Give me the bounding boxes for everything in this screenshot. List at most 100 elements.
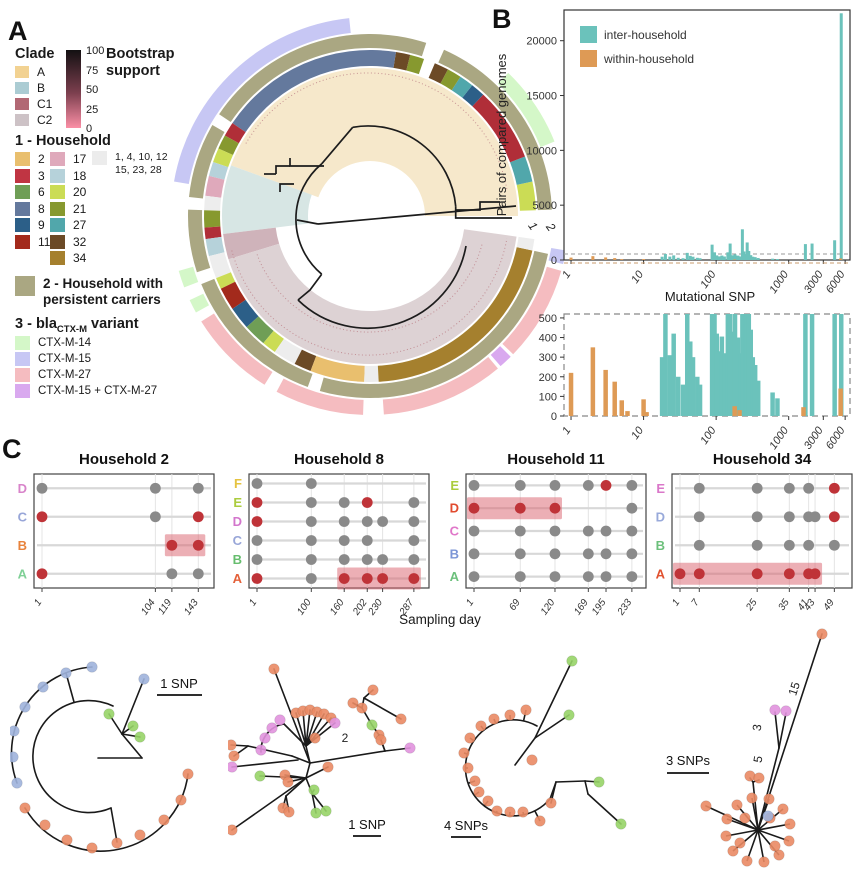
household-ring-segment: [263, 330, 284, 352]
legend-item-label: 17: [73, 152, 87, 167]
tree-tip: [469, 775, 481, 787]
sample-dot: [408, 535, 420, 546]
tree-branch: [757, 823, 791, 831]
sample-dot: [783, 568, 795, 580]
sample-dot: [549, 502, 561, 514]
legend-item: 11: [15, 234, 50, 251]
row-label: D: [233, 514, 242, 529]
legend-item: C1: [15, 96, 52, 112]
sample-dot: [674, 568, 686, 580]
histogram-bar: [725, 314, 731, 416]
histogram-bar: [591, 256, 595, 260]
histogram-bar: [755, 380, 761, 416]
sample-dot: [468, 548, 480, 560]
y-tick-label: 20000: [526, 36, 557, 48]
bootstrap-tick-label: 25: [86, 103, 99, 116]
row-label: B: [450, 546, 459, 561]
histogram-bar: [737, 410, 742, 416]
histogram-bar: [695, 257, 699, 260]
sample-dot: [36, 482, 48, 494]
tree-tip: [491, 805, 503, 817]
tree-tip: [593, 776, 605, 788]
household-ring-segment: [208, 161, 229, 180]
histogram-bar: [733, 254, 737, 260]
histogram-bar: [672, 255, 676, 260]
histogram-bar: [732, 314, 738, 416]
histogram-bar: [720, 255, 724, 260]
histogram-bar: [726, 252, 730, 260]
household-ring-segment: [216, 272, 236, 289]
household-ring-segment: [213, 148, 233, 168]
legend-item: 32: [50, 234, 86, 251]
branch-length-label: 2: [342, 731, 349, 745]
sample-dot: [514, 548, 526, 560]
sample-dot: [251, 573, 263, 584]
histogram-bar: [839, 258, 843, 260]
x-tick-label: 1: [560, 269, 573, 281]
histogram-bar: [590, 347, 596, 416]
tree-branch: [317, 205, 517, 225]
tree-branch: [295, 163, 323, 275]
panel-c-label: C: [2, 434, 22, 464]
histogram-bar: [710, 244, 714, 260]
tree-tip: [19, 701, 31, 713]
tree-branch: [24, 773, 189, 852]
sample-dot: [828, 539, 840, 551]
sample-dot: [751, 539, 763, 551]
histogram-bar: [775, 398, 780, 416]
tree-branch: [587, 793, 622, 825]
color-swatch: [50, 168, 65, 183]
color-swatch: [50, 234, 65, 249]
x-tick-label: 100: [698, 268, 719, 291]
tree-tip: [103, 708, 115, 720]
tree-tip: [720, 830, 732, 842]
row-label: C: [18, 509, 28, 524]
sample-dot: [626, 548, 638, 560]
sample-dot: [514, 502, 526, 514]
legend-item: 20: [50, 184, 86, 201]
x-tick-label: 119: [156, 597, 174, 617]
sample-dot: [514, 525, 526, 537]
histogram-bar: [663, 314, 668, 416]
tree-tip: [19, 802, 31, 814]
sample-dot: [809, 511, 821, 523]
household-ring-segment: [204, 226, 222, 240]
household-ring-segment: [218, 135, 239, 155]
household-ring-segment: [220, 281, 246, 309]
legend-item: CTX-M-27: [15, 367, 157, 383]
tree-branch: [555, 780, 586, 783]
sample-dot: [468, 571, 480, 582]
histogram-bar: [715, 255, 719, 260]
histogram-bar: [603, 369, 608, 416]
tree-tip: [534, 815, 546, 827]
sample-dot: [377, 554, 389, 565]
variant-ring-segment: [178, 266, 199, 288]
tree-tip: [758, 856, 770, 868]
x-tick-label: 100: [698, 424, 719, 447]
tree-tip: [37, 681, 49, 693]
household-ring-segment: [205, 236, 225, 257]
bootstrap-legend-title: Bootstrap support: [106, 46, 175, 79]
household-ring-segment: [406, 54, 425, 75]
persistent-ring-segment: [438, 49, 552, 211]
clade-legend-title: Clade: [15, 46, 55, 62]
sample-dot: [338, 516, 350, 527]
sample-dot: [514, 480, 526, 491]
tree-tip: [127, 720, 139, 732]
household-ring-segment: [364, 365, 379, 382]
sample-dot: [305, 516, 317, 527]
x-tick-label: 25: [744, 597, 760, 614]
histogram-bar: [722, 256, 726, 260]
tree-tip: [462, 762, 474, 774]
tree-branch: [296, 219, 319, 225]
sample-dot: [783, 511, 795, 523]
histogram-bar: [675, 376, 681, 416]
histogram-bar: [717, 256, 721, 260]
legend-item: B: [15, 80, 52, 96]
tree-branch: [757, 747, 780, 831]
household-ring-segment: [510, 156, 533, 185]
sample-dot: [408, 497, 420, 508]
